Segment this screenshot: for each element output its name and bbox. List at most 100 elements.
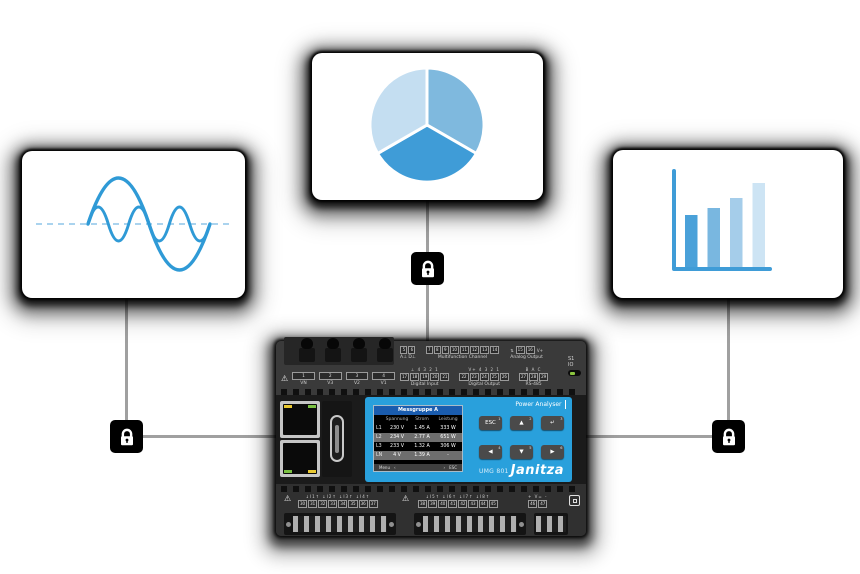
waveform-chart [36, 176, 231, 272]
terminal-pin-labels: B A C [525, 367, 542, 372]
power-value: 306 W [440, 444, 456, 449]
terminal-block-power [534, 513, 568, 535]
terminal-number: 4 [372, 372, 395, 380]
terminal-pin-labels: ↓I1↑ ↓I2↑ ↓I3↑ ↓I4↑ [305, 494, 371, 499]
sine-wave-harmonic [86, 205, 212, 243]
terminal-number: 42 [458, 500, 468, 508]
terminal-number: 24 [479, 373, 489, 381]
terminal-number: 9 [441, 346, 449, 354]
terminal-number: 6 [408, 346, 416, 354]
terminal-number: 34 [338, 500, 348, 508]
pie-card [312, 53, 543, 200]
col-strom: Strom [415, 417, 429, 422]
model-label: UMG 801 [479, 468, 509, 475]
lock-icon [712, 420, 745, 453]
lcd-footer: Menu‹ ›ESC [374, 464, 462, 471]
terminal-number: 29 [539, 373, 549, 381]
phase-label: L1 [376, 426, 382, 431]
key-▲[interactable]: ▲2 [510, 416, 533, 430]
terminal-number: 12 [470, 346, 480, 354]
vent-slots-bottom [281, 486, 581, 492]
key-number: 2 [529, 416, 532, 421]
terminal-suffix: V+ [536, 347, 543, 353]
phase-label: LN [376, 453, 383, 458]
current-value: 1.39 A [414, 453, 430, 458]
terminal-number: 17 [400, 373, 410, 381]
terminal-number: 38 [418, 500, 428, 508]
key-↵[interactable]: ↵3 [541, 416, 564, 430]
terminal-group-label: Analog Output [510, 355, 543, 360]
terminal-number: 20 [430, 373, 440, 381]
terminal-number: 23 [469, 373, 479, 381]
terminal-number: 26 [499, 373, 509, 381]
power-value: 333 W [440, 426, 456, 431]
terminal-number: 8 [433, 346, 441, 354]
terminal-number: 16 [525, 346, 535, 354]
current-value: 2.77 A [414, 435, 430, 440]
s1-io-label: S1 IO [568, 356, 581, 376]
connector-left-vertical [125, 297, 128, 437]
terminal-group-label: Digital Input [410, 382, 439, 387]
bar-chart [672, 169, 772, 271]
terminal-number: 13 [480, 346, 490, 354]
terminal-block [414, 513, 526, 535]
padlock-glyph [722, 428, 735, 445]
ethernet-port-2[interactable] [280, 440, 320, 477]
front-panel: Power Analyser Messgruppe A Spannung Str… [365, 397, 572, 482]
connector-right-vertical [727, 297, 730, 437]
voltage-value: 4 V [393, 453, 401, 458]
col-leistung: Leistung [438, 417, 458, 422]
terminal-number: 45 [488, 500, 498, 508]
key-▼[interactable]: ▼5 [510, 445, 533, 459]
key-number: 4 [498, 445, 501, 450]
eth-led-yellow [308, 470, 316, 473]
terminal-number: 2 [318, 372, 342, 380]
terminal-number: 33 [328, 500, 338, 508]
lcd-esc-label: ESC [449, 465, 457, 470]
terminal-number: 21 [440, 373, 450, 381]
screw-terminal [377, 338, 393, 364]
ethernet-port-1[interactable] [280, 401, 320, 438]
bar-3 [730, 198, 743, 267]
eth-led-green [308, 405, 316, 408]
lcd-menu-label: Menu [379, 465, 390, 470]
bar-2 [707, 208, 720, 267]
key-number: 5 [529, 445, 532, 450]
usb-port[interactable] [322, 401, 352, 477]
key-number: 3 [560, 416, 563, 421]
terminal-number: 11 [459, 346, 470, 354]
padlock-glyph [120, 428, 133, 445]
screw-terminal [351, 338, 367, 364]
terminal-pin-labels: + V= - [528, 494, 548, 499]
terminal-number: 46 [528, 500, 538, 508]
padlock-glyph [421, 260, 434, 277]
key-◀[interactable]: ◀4 [479, 445, 502, 459]
lock-icon [110, 420, 143, 453]
key-▶[interactable]: ▶6 [541, 445, 564, 459]
io-label: IO [568, 362, 574, 368]
terminal-number: 3 [345, 372, 369, 380]
pie-slice-left [368, 66, 429, 155]
warning-triangle-icon: ⚠ [284, 494, 292, 503]
bar-4 [752, 183, 765, 267]
voltage-label: VN [300, 381, 307, 386]
